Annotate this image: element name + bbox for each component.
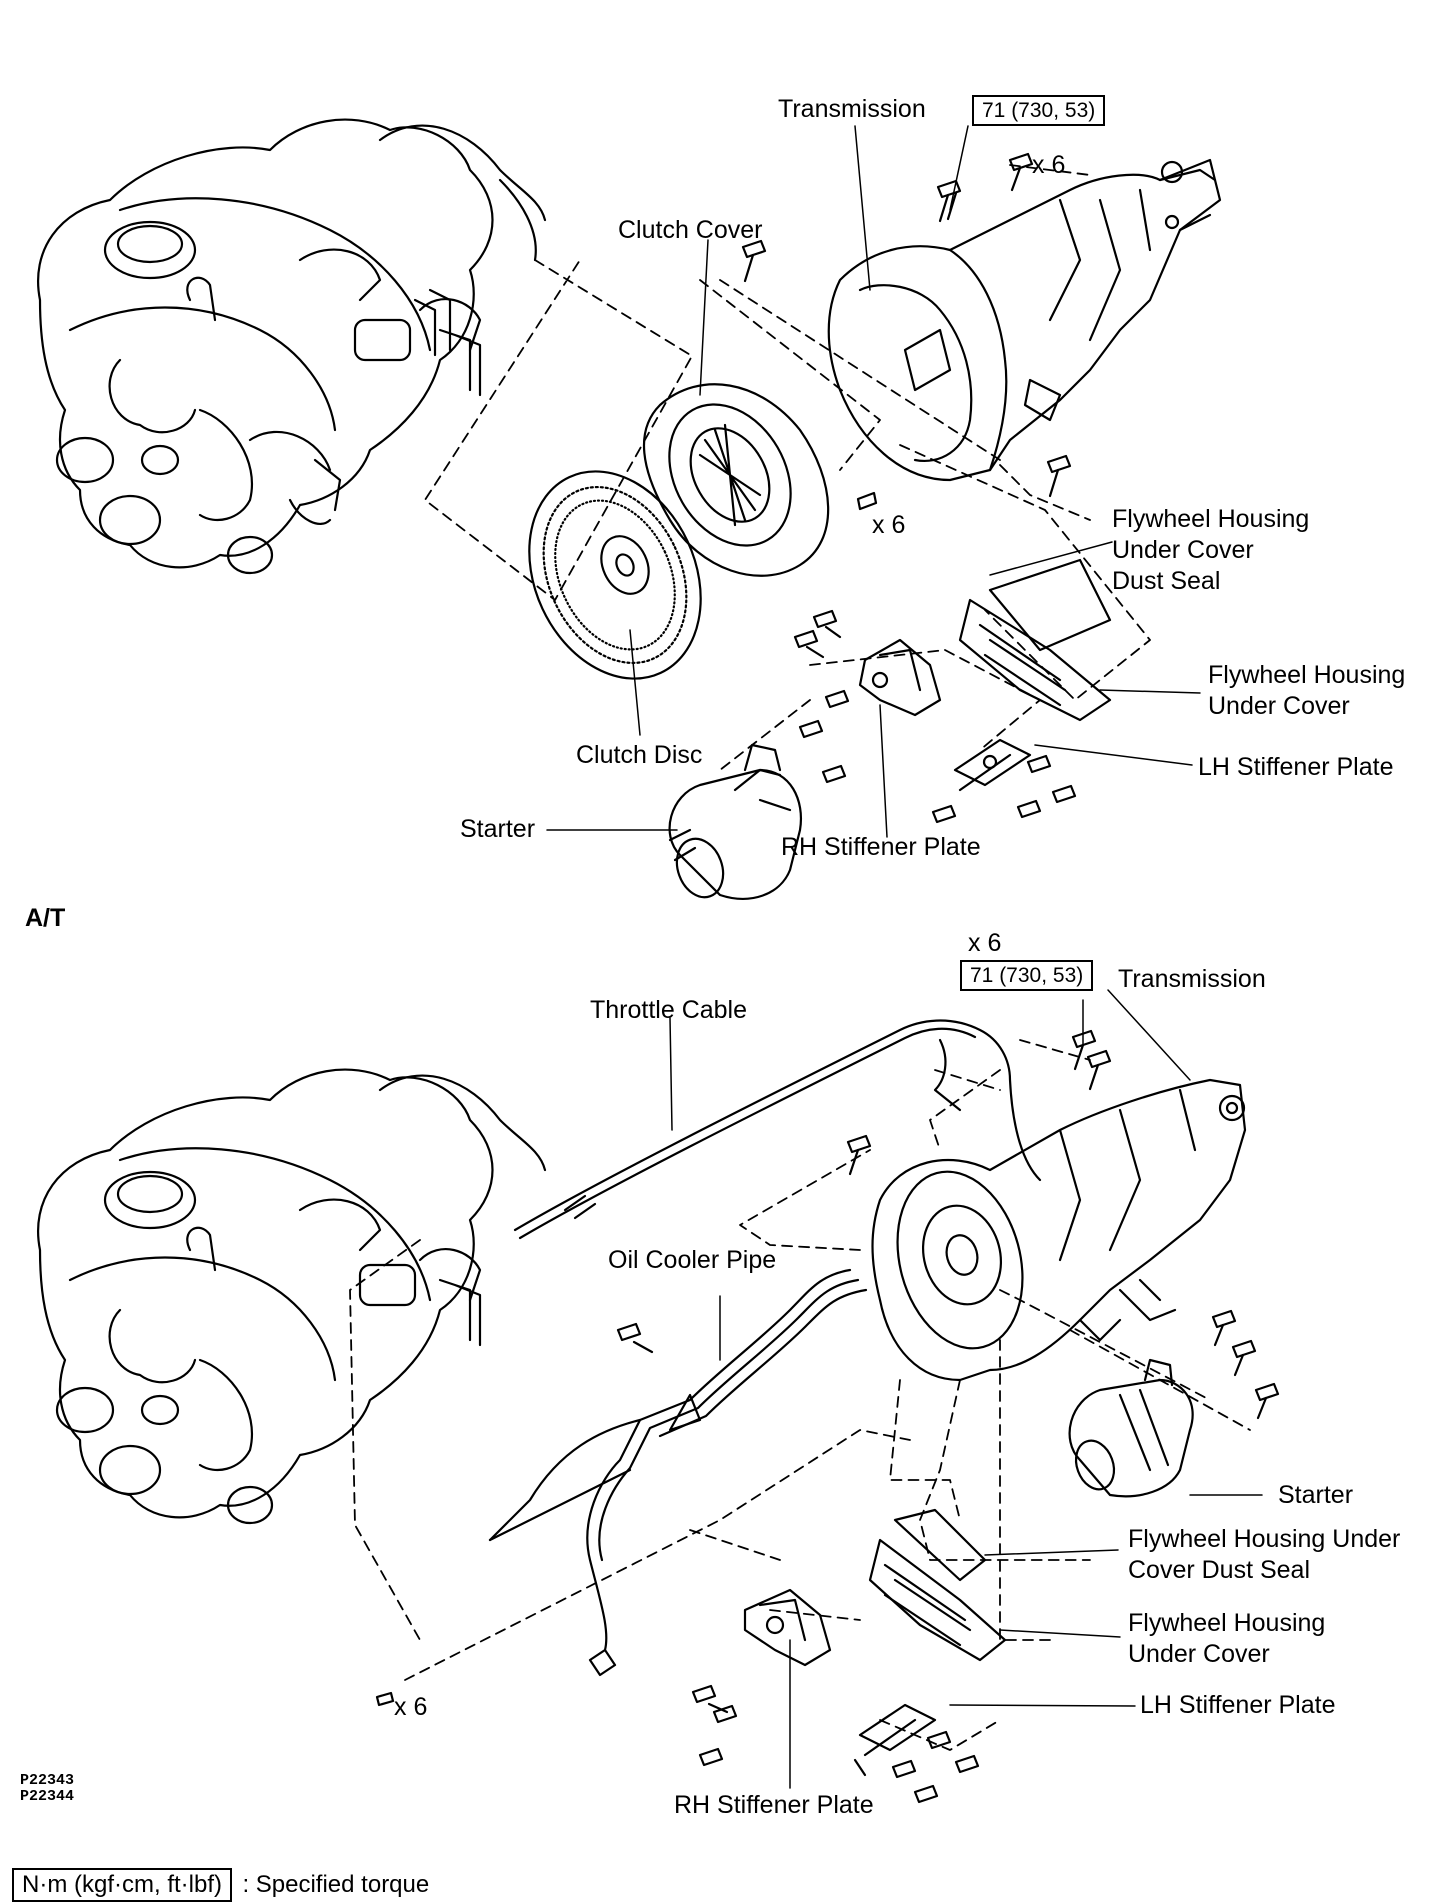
mt-starter-illustration	[668, 743, 803, 900]
legend-torque-unit-box: N·m (kgf·cm, ft·lbf)	[12, 1868, 232, 1902]
mt-dust-seal-line-3: Dust Seal	[1112, 567, 1221, 595]
figure-code-1: P22343	[20, 1772, 75, 1789]
at-starter-illustration	[1068, 1358, 1194, 1498]
at-torque-spec-box: 71 (730, 53)	[960, 960, 1094, 991]
at-dust-seal-line-2: Cover Dust Seal	[1128, 1556, 1311, 1584]
at-engine-illustration	[37, 1068, 547, 1525]
at-plates-illustration	[743, 1508, 1007, 1777]
mt-engine-illustration	[37, 118, 547, 575]
at-rh-stiffener-label: RH Stiffener Plate	[674, 1791, 874, 1819]
mt-lh-stiffener-label: LH Stiffener Plate	[1198, 753, 1394, 781]
at-throttle-cable-label: Throttle Cable	[590, 996, 748, 1024]
mt-rh-stiffener-label: RH Stiffener Plate	[781, 833, 981, 861]
mt-dust-seal-line-2: Under Cover	[1112, 536, 1254, 564]
at-under-cover-label: Flywheel Housing Under Cover	[1128, 1608, 1325, 1670]
mt-bolts	[741, 152, 1077, 824]
mt-dust-seal-label: Flywheel Housing Under Cover Dust Seal	[1112, 504, 1309, 597]
at-starter-label: Starter	[1278, 1481, 1354, 1509]
at-section-title: A/T	[25, 904, 66, 932]
at-bolts	[375, 1029, 1280, 1804]
legend: N·m (kgf·cm, ft·lbf) : Specified torque	[12, 1868, 429, 1902]
at-transmission-label: Transmission	[1118, 965, 1266, 993]
at-leader-lines	[669, 989, 1263, 1789]
mt-plates-illustration	[858, 558, 1112, 792]
at-dust-seal-line-1: Flywheel Housing Under	[1128, 1525, 1401, 1553]
mt-torque-spec-box: 71 (730, 53)	[972, 95, 1106, 126]
mt-leader-lines	[546, 125, 1201, 838]
at-dashed-leaders	[349, 1039, 1251, 1751]
mt-bolt-count-clutch: x 6	[872, 511, 906, 539]
mt-clutch-disc-label: Clutch Disc	[576, 741, 703, 769]
at-bolt-count-top: x 6	[968, 929, 1002, 957]
mt-bolt-count-top: x 6	[1032, 151, 1066, 179]
mt-transmission-label: Transmission	[778, 95, 926, 123]
at-bolt-count-engine: x 6	[394, 1693, 428, 1721]
at-dust-seal-label: Flywheel Housing Under Cover Dust Seal	[1128, 1524, 1400, 1586]
at-transmission-illustration	[871, 1078, 1247, 1382]
mt-starter-label: Starter	[460, 815, 536, 843]
mt-clutch-cover-label: Clutch Cover	[618, 216, 763, 244]
at-lh-stiffener-label: LH Stiffener Plate	[1140, 1691, 1336, 1719]
at-under-cover-line-1: Flywheel Housing	[1128, 1609, 1326, 1637]
at-oil-cooler-pipe-label: Oil Cooler Pipe	[608, 1246, 777, 1274]
mt-clutch-disc-illustration	[528, 470, 702, 680]
legend-description: : Specified torque	[242, 1871, 430, 1898]
at-under-cover-line-2: Under Cover	[1128, 1640, 1270, 1668]
at-throttle-cable-illustration	[513, 1019, 1042, 1240]
mt-under-cover-line-1: Flywheel Housing	[1208, 661, 1406, 689]
mt-under-cover-line-2: Under Cover	[1208, 692, 1350, 720]
mt-under-cover-label: Flywheel Housing Under Cover	[1208, 660, 1405, 722]
mt-dust-seal-line-1: Flywheel Housing	[1112, 505, 1310, 533]
at-oil-cooler-pipe-illustration	[488, 1268, 868, 1677]
mt-transmission-illustration	[827, 158, 1222, 482]
figure-code-2: P22344	[20, 1788, 75, 1805]
mt-clutch-cover-illustration	[642, 383, 830, 577]
